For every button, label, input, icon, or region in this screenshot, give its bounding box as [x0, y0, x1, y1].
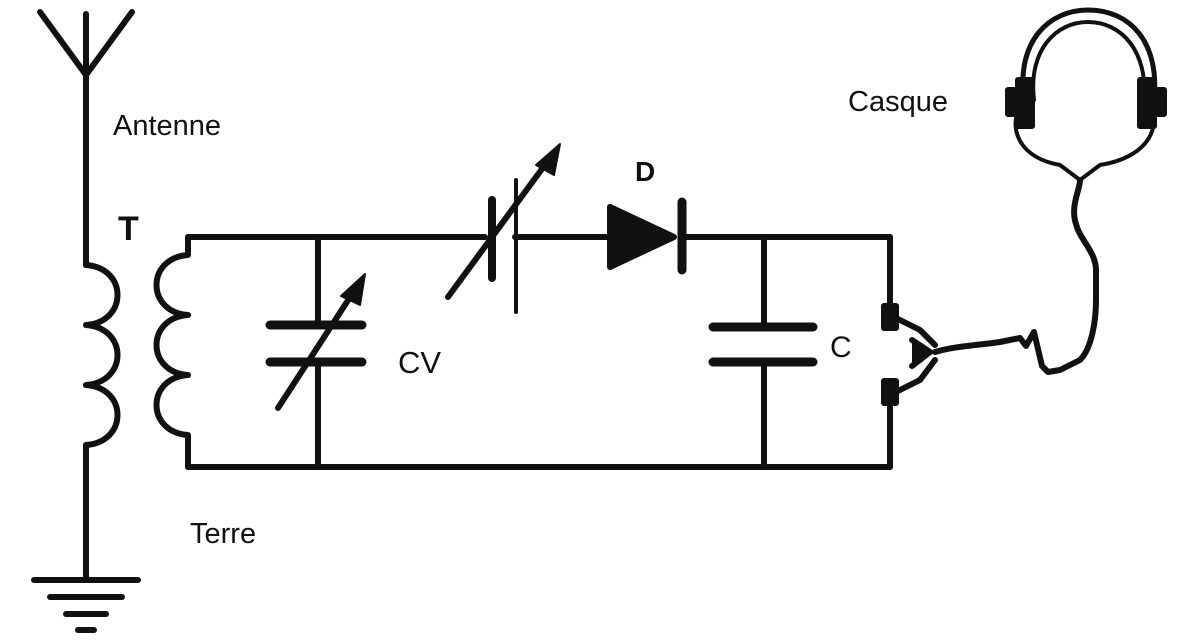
capacitor-c: [708, 234, 818, 470]
headphones-label: Casque: [848, 86, 948, 118]
diode-label: D: [635, 156, 656, 187]
transformer-label: T: [118, 210, 139, 248]
diode-symbol: [607, 197, 687, 275]
ground-label: Terre: [190, 518, 257, 550]
antenna-symbol: [37, 9, 135, 268]
antenna-label: Antenne: [113, 110, 222, 142]
headphones-icon: [1005, 7, 1167, 182]
capacitor-label: C: [830, 331, 852, 364]
headphone-plug: [881, 303, 938, 406]
headphone-cord: [932, 177, 1099, 375]
variable-capacitor-cv: [265, 234, 367, 470]
variable-capacitor-label: CV: [398, 345, 442, 380]
series-variable-capacitor: [445, 143, 561, 314]
secondary-coil: [153, 234, 191, 470]
ground-symbol: [31, 577, 141, 633]
primary-coil: [83, 262, 121, 448]
